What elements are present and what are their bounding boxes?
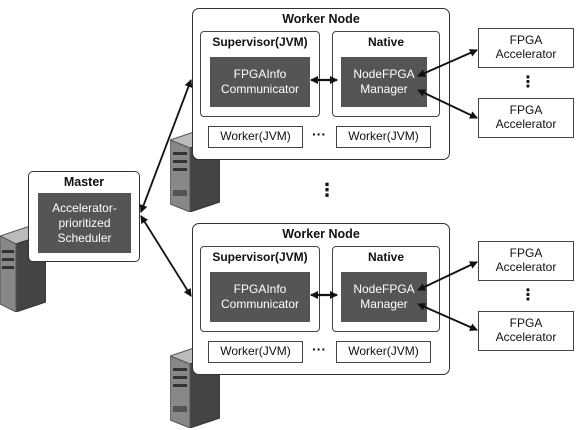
communicator-box-1: FPGAInfo Communicator xyxy=(210,57,310,107)
arrow-manager1-fpga1a xyxy=(417,49,478,77)
supervisor-title-1: Supervisor(JVM) xyxy=(212,35,308,49)
manager-box-2: NodeFPGA Manager xyxy=(341,272,427,322)
master-title: Master xyxy=(63,175,105,189)
fpga-accelerator-2b: FPGA Accelerator xyxy=(478,311,574,351)
fpga-accelerator-2a: FPGA Accelerator xyxy=(478,241,574,281)
master-box: Master Accelerator- prioritized Schedule… xyxy=(28,171,140,262)
arrow-master-node1 xyxy=(139,79,193,213)
fpga-accelerator-1b: FPGA Accelerator xyxy=(478,98,574,138)
worker-jvm-2b: Worker(JVM) xyxy=(336,341,431,363)
supervisor-title-2: Supervisor(JVM) xyxy=(212,250,308,264)
worker-jvm-1a: Worker(JVM) xyxy=(208,126,303,148)
between-nodes-ellipsis: ⋮ xyxy=(318,180,336,200)
arrow-manager2-fpga2b xyxy=(417,303,478,331)
communicator-box-2: FPGAInfo Communicator xyxy=(210,272,310,322)
native-title-2: Native xyxy=(367,250,405,264)
worker-node-2-title: Worker Node xyxy=(282,227,360,241)
accel-ellipsis-1: ⋮ xyxy=(520,74,536,91)
worker-node-1: Worker Node Supervisor(JVM) FPGAInfo Com… xyxy=(192,8,450,160)
scheduler-box: Accelerator- prioritized Scheduler xyxy=(38,193,131,253)
supervisor-box-1: Supervisor(JVM) FPGAInfo Communicator xyxy=(200,31,320,117)
worker-node-1-title: Worker Node xyxy=(282,12,360,26)
arrow-manager2-fpga2a xyxy=(417,261,478,291)
worker-jvm-2a: Worker(JVM) xyxy=(208,341,303,363)
worker-ellipsis-2: ··· xyxy=(312,341,326,357)
worker-ellipsis-1: ··· xyxy=(312,126,326,142)
worker-jvm-1b: Worker(JVM) xyxy=(336,126,431,148)
arrow-master-node2 xyxy=(140,215,192,297)
accel-ellipsis-2: ⋮ xyxy=(520,287,536,304)
manager-box-1: NodeFPGA Manager xyxy=(341,57,427,107)
arrow-manager1-fpga1b xyxy=(417,89,478,119)
native-title-1: Native xyxy=(367,35,405,49)
supervisor-box-2: Supervisor(JVM) FPGAInfo Communicator xyxy=(200,246,320,332)
fpga-accelerator-1a: FPGA Accelerator xyxy=(478,28,574,68)
